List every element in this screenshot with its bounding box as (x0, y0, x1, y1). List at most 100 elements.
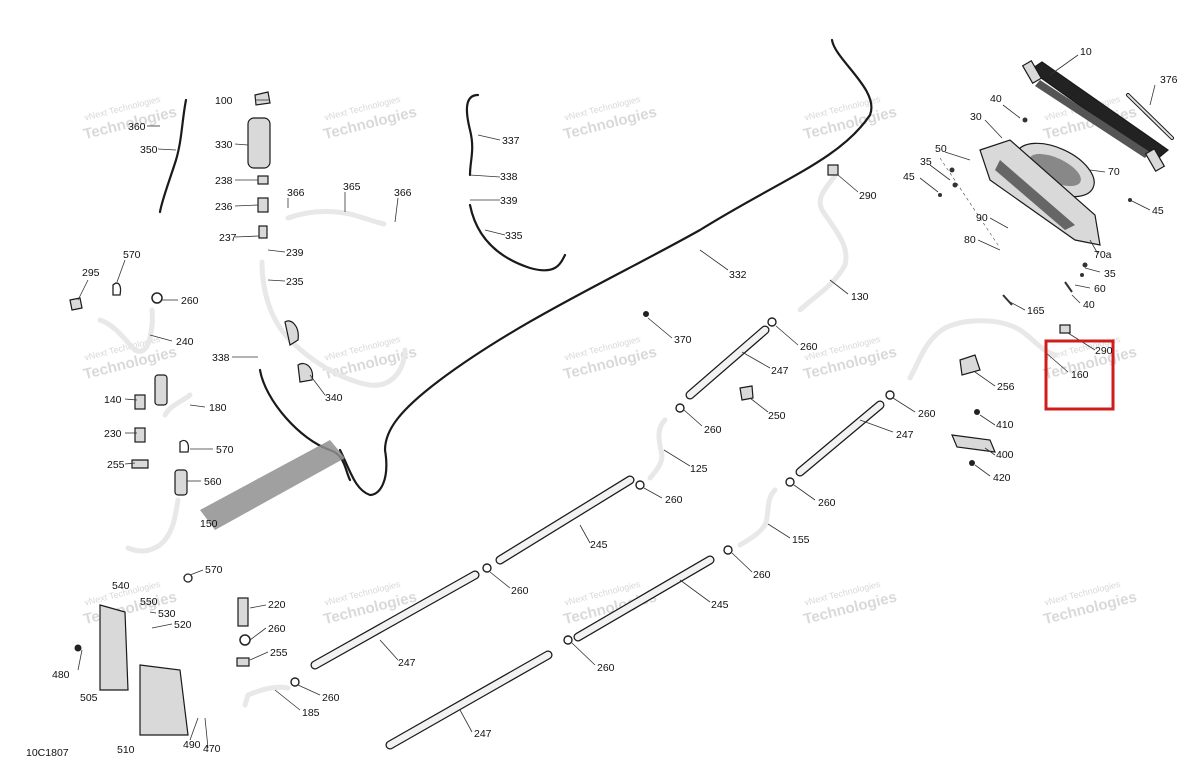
callout-410[interactable]: 410 (996, 419, 1014, 431)
radiator-assembly (938, 60, 1174, 306)
clamp-260 (151, 292, 163, 304)
callout-35[interactable]: 35 (1104, 268, 1116, 280)
callout-338[interactable]: 338 (212, 352, 230, 364)
callout-35[interactable]: 35 (920, 156, 932, 168)
callout-570[interactable]: 570 (123, 249, 141, 261)
callout-125[interactable]: 125 (690, 463, 708, 475)
callout-480[interactable]: 480 (52, 669, 70, 681)
callout-150[interactable]: 150 (200, 518, 218, 530)
callout-247[interactable]: 247 (896, 429, 914, 441)
callout-250[interactable]: 250 (768, 410, 786, 422)
callout-236[interactable]: 236 (215, 201, 233, 213)
callout-180[interactable]: 180 (209, 402, 227, 414)
fitting-237 (258, 225, 268, 239)
clamp-260 (482, 563, 492, 573)
callout-376[interactable]: 376 (1160, 74, 1178, 86)
callout-238[interactable]: 238 (215, 175, 233, 187)
callout-337[interactable]: 337 (502, 135, 520, 147)
callout-45[interactable]: 45 (903, 171, 915, 183)
valve-220 (237, 597, 249, 627)
callout-330[interactable]: 330 (215, 139, 233, 151)
callout-labels: 10 376 40 30 50 35 45 70 45 90 80 70a 35… (26, 46, 1178, 759)
clamp-260 (239, 634, 251, 646)
callout-366[interactable]: 366 (287, 187, 305, 199)
callout-247[interactable]: 247 (398, 657, 416, 669)
callout-260[interactable]: 260 (181, 295, 199, 307)
callout-260[interactable]: 260 (753, 569, 771, 581)
callout-160[interactable]: 160 (1071, 369, 1089, 381)
callout-247[interactable]: 247 (474, 728, 492, 740)
callout-90[interactable]: 90 (976, 212, 988, 224)
callout-260[interactable]: 260 (818, 497, 836, 509)
callout-365[interactable]: 365 (343, 181, 361, 193)
callout-237[interactable]: 237 (219, 232, 237, 244)
callout-140[interactable]: 140 (104, 394, 122, 406)
callout-339[interactable]: 339 (500, 195, 518, 207)
callout-70[interactable]: 70 (1108, 166, 1120, 178)
callout-332[interactable]: 332 (729, 269, 747, 281)
callout-550[interactable]: 550 (140, 596, 158, 608)
callout-260[interactable]: 260 (322, 692, 340, 704)
callout-335[interactable]: 335 (505, 230, 523, 242)
callout-235[interactable]: 235 (286, 276, 304, 288)
clamp-260 (885, 390, 895, 400)
callout-50[interactable]: 50 (935, 143, 947, 155)
callout-185[interactable]: 185 (302, 707, 320, 719)
callout-40[interactable]: 40 (990, 93, 1002, 105)
callout-220[interactable]: 220 (268, 599, 286, 611)
callout-510[interactable]: 510 (117, 744, 135, 756)
callout-255[interactable]: 255 (107, 459, 125, 471)
callout-260[interactable]: 260 (268, 623, 286, 635)
clamp-260 (675, 403, 685, 413)
callout-520[interactable]: 520 (174, 619, 192, 631)
callout-295[interactable]: 295 (82, 267, 100, 279)
callout-260[interactable]: 260 (511, 585, 529, 597)
callout-10[interactable]: 10 (1080, 46, 1092, 58)
callout-256[interactable]: 256 (997, 381, 1015, 393)
callout-370[interactable]: 370 (674, 334, 692, 346)
callout-45[interactable]: 45 (1152, 205, 1164, 217)
callout-260[interactable]: 260 (597, 662, 615, 674)
callout-530[interactable]: 530 (158, 608, 176, 620)
callout-570[interactable]: 570 (216, 444, 234, 456)
callout-420[interactable]: 420 (993, 472, 1011, 484)
callout-366[interactable]: 366 (394, 187, 412, 199)
callout-290[interactable]: 290 (1095, 345, 1113, 357)
callout-540[interactable]: 540 (112, 580, 130, 592)
callout-245[interactable]: 245 (711, 599, 729, 611)
callout-255[interactable]: 255 (270, 647, 288, 659)
callout-239[interactable]: 239 (286, 247, 304, 259)
callout-245[interactable]: 245 (590, 539, 608, 551)
callout-340[interactable]: 340 (325, 392, 343, 404)
callout-60[interactable]: 60 (1094, 283, 1106, 295)
callout-165[interactable]: 165 (1027, 305, 1045, 317)
callout-360[interactable]: 360 (128, 121, 146, 133)
callout-230[interactable]: 230 (104, 428, 122, 440)
callout-290[interactable]: 290 (859, 190, 877, 202)
callout-240[interactable]: 240 (176, 336, 194, 348)
callout-247[interactable]: 247 (771, 365, 789, 377)
callout-155[interactable]: 155 (792, 534, 810, 546)
callout-260[interactable]: 260 (918, 408, 936, 420)
callout-130[interactable]: 130 (851, 291, 869, 303)
callout-80[interactable]: 80 (964, 234, 976, 246)
callout-505[interactable]: 505 (80, 692, 98, 704)
callout-40[interactable]: 40 (1083, 299, 1095, 311)
callout-350[interactable]: 350 (140, 144, 158, 156)
callout-490[interactable]: 490 (183, 739, 201, 751)
callout-260[interactable]: 260 (665, 494, 683, 506)
callout-560[interactable]: 560 (204, 476, 222, 488)
bracket-400 (951, 434, 996, 453)
screw (938, 193, 942, 197)
callout-470[interactable]: 470 (203, 743, 221, 755)
callout-100[interactable]: 100 (215, 95, 233, 107)
fitting-290 (827, 164, 839, 176)
callout-338[interactable]: 338 (500, 171, 518, 183)
callout-570[interactable]: 570 (205, 564, 223, 576)
callout-70a[interactable]: 70a (1094, 249, 1112, 261)
callout-260[interactable]: 260 (704, 424, 722, 436)
fitting-236 (257, 197, 269, 213)
callout-260[interactable]: 260 (800, 341, 818, 353)
callout-30[interactable]: 30 (970, 111, 982, 123)
callout-400[interactable]: 400 (996, 449, 1014, 461)
